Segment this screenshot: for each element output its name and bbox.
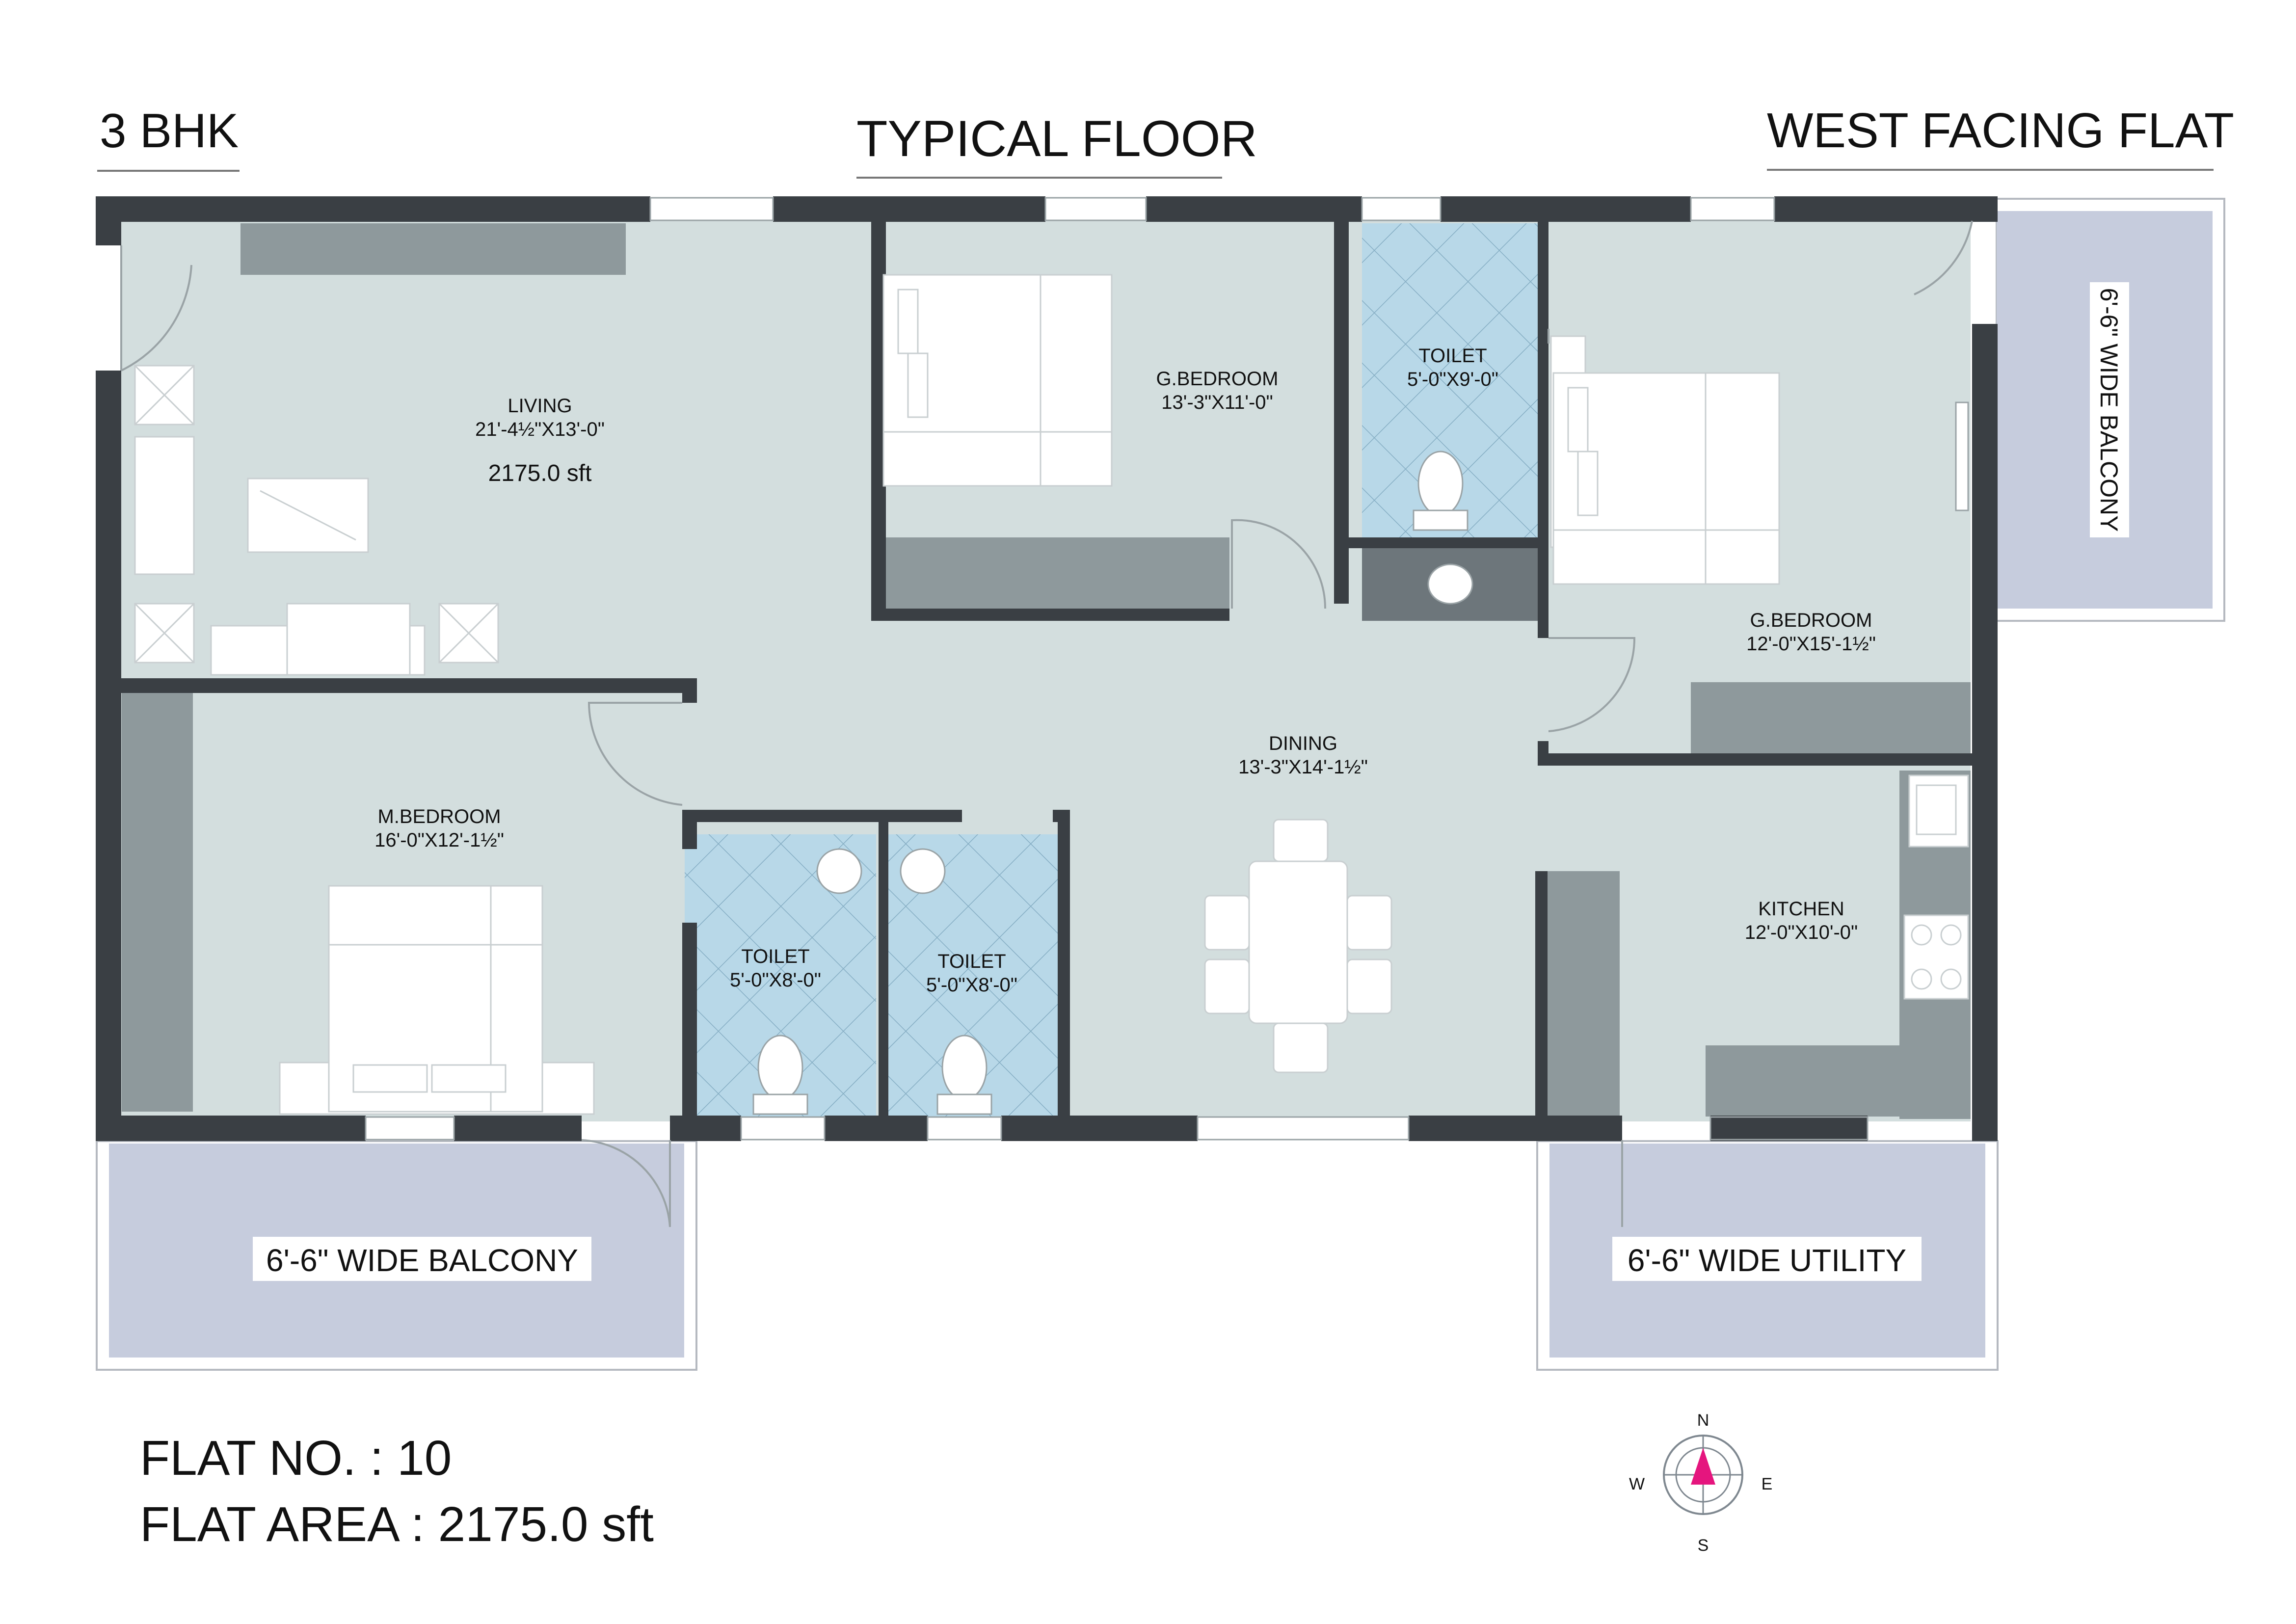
balcony-bottom-left-label-bg bbox=[253, 1237, 591, 1281]
mbed-name: M.BEDROOM bbox=[377, 806, 501, 827]
gbed2-wardrobe bbox=[1691, 682, 1971, 753]
mbed-wardrobe bbox=[122, 692, 193, 1112]
flat-number: FLAT NO. : 10 bbox=[140, 1431, 452, 1486]
toilet-b-name: TOILET bbox=[937, 951, 1006, 972]
room-label-kitchen: KITCHEN 12'-0"X10'-0" bbox=[1745, 898, 1858, 943]
living-area: 2175.0 sft bbox=[488, 460, 592, 486]
balcony-right-label-bg bbox=[2090, 282, 2129, 537]
toilet-a-dims: 5'-0"X8'-0" bbox=[730, 969, 821, 991]
compass-n: N bbox=[1697, 1411, 1709, 1430]
compass: N S E W bbox=[1629, 1411, 1772, 1555]
dining-name: DINING bbox=[1269, 733, 1337, 754]
dining-table-set bbox=[1204, 819, 1392, 1073]
gbed1-wardrobe bbox=[886, 537, 1229, 609]
room-label-toilet-b: TOILET 5'-0"X8'-0" bbox=[926, 951, 1017, 996]
utility-label-bg bbox=[1612, 1237, 1922, 1281]
compass-e: E bbox=[1762, 1475, 1773, 1493]
flat-area: FLAT AREA : 2175.0 sft bbox=[140, 1497, 654, 1552]
header-facing: WEST FACING FLAT bbox=[1767, 103, 2234, 158]
utility-label: 6'-6" WIDE UTILITY bbox=[1628, 1243, 1906, 1278]
walls bbox=[96, 196, 1998, 1141]
compass-w: W bbox=[1629, 1475, 1645, 1493]
doors bbox=[120, 220, 1973, 1227]
gbed2-dims: 12'-0"X15'-1½" bbox=[1746, 633, 1876, 655]
balcony-right-label: 6'-6" WIDE BALCONY bbox=[2095, 288, 2123, 532]
windows bbox=[365, 197, 1969, 1141]
mbed-bed bbox=[279, 885, 595, 1115]
toilet-fixtures bbox=[752, 451, 1473, 1115]
living-name: LIVING bbox=[507, 395, 572, 417]
gbed1-name: G.BEDROOM bbox=[1156, 368, 1279, 390]
room-label-gbed1: G.BEDROOM 13'-3"X11'-0" bbox=[1156, 368, 1279, 413]
header-typical-floor: TYPICAL FLOOR bbox=[856, 110, 1257, 167]
living-dims: 21'-4½"X13'-0" bbox=[475, 419, 605, 440]
gbed1-dims: 13'-3"X11'-0" bbox=[1161, 392, 1273, 413]
room-label-dining: DINING 13'-3"X14'-1½" bbox=[1238, 733, 1368, 778]
kitchen-dims: 12'-0"X10'-0" bbox=[1745, 922, 1858, 943]
kitchen-fixtures bbox=[1903, 774, 1969, 1000]
kitchen-counter-left bbox=[1546, 871, 1620, 1117]
kitchen-name: KITCHEN bbox=[1758, 898, 1844, 920]
toilet-top-name: TOILET bbox=[1418, 345, 1487, 367]
room-label-toilet-top: TOILET 5'-0"X9'-0" bbox=[1407, 345, 1498, 390]
toilet-a-name: TOILET bbox=[741, 946, 809, 967]
compass-s: S bbox=[1698, 1536, 1709, 1555]
room-label-gbed2: G.BEDROOM 12'-0"X15'-1½" bbox=[1746, 610, 1876, 655]
room-label-living: LIVING 21'-4½"X13'-0" 2175.0 sft bbox=[475, 395, 605, 486]
dining-dims: 13'-3"X14'-1½" bbox=[1238, 756, 1368, 778]
gbed2-bed bbox=[1550, 335, 1780, 585]
gbed1-bed bbox=[882, 274, 1113, 487]
header-bhk: 3 BHK bbox=[100, 104, 239, 158]
toilet-top-dims: 5'-0"X9'-0" bbox=[1407, 369, 1498, 390]
living-furniture bbox=[134, 365, 499, 676]
balcony-bottom-left-label: 6'-6" WIDE BALCONY bbox=[266, 1243, 578, 1278]
toilet-b-dims: 5'-0"X8'-0" bbox=[926, 974, 1017, 996]
living-tv-unit bbox=[240, 223, 626, 275]
gbed2-name: G.BEDROOM bbox=[1750, 610, 1872, 631]
room-label-toilet-a: TOILET 5'-0"X8'-0" bbox=[730, 946, 821, 991]
compass-needle bbox=[1691, 1448, 1715, 1485]
mbed-dims: 16'-0"X12'-1½" bbox=[374, 829, 504, 851]
room-label-mbed: M.BEDROOM 16'-0"X12'-1½" bbox=[374, 806, 504, 851]
